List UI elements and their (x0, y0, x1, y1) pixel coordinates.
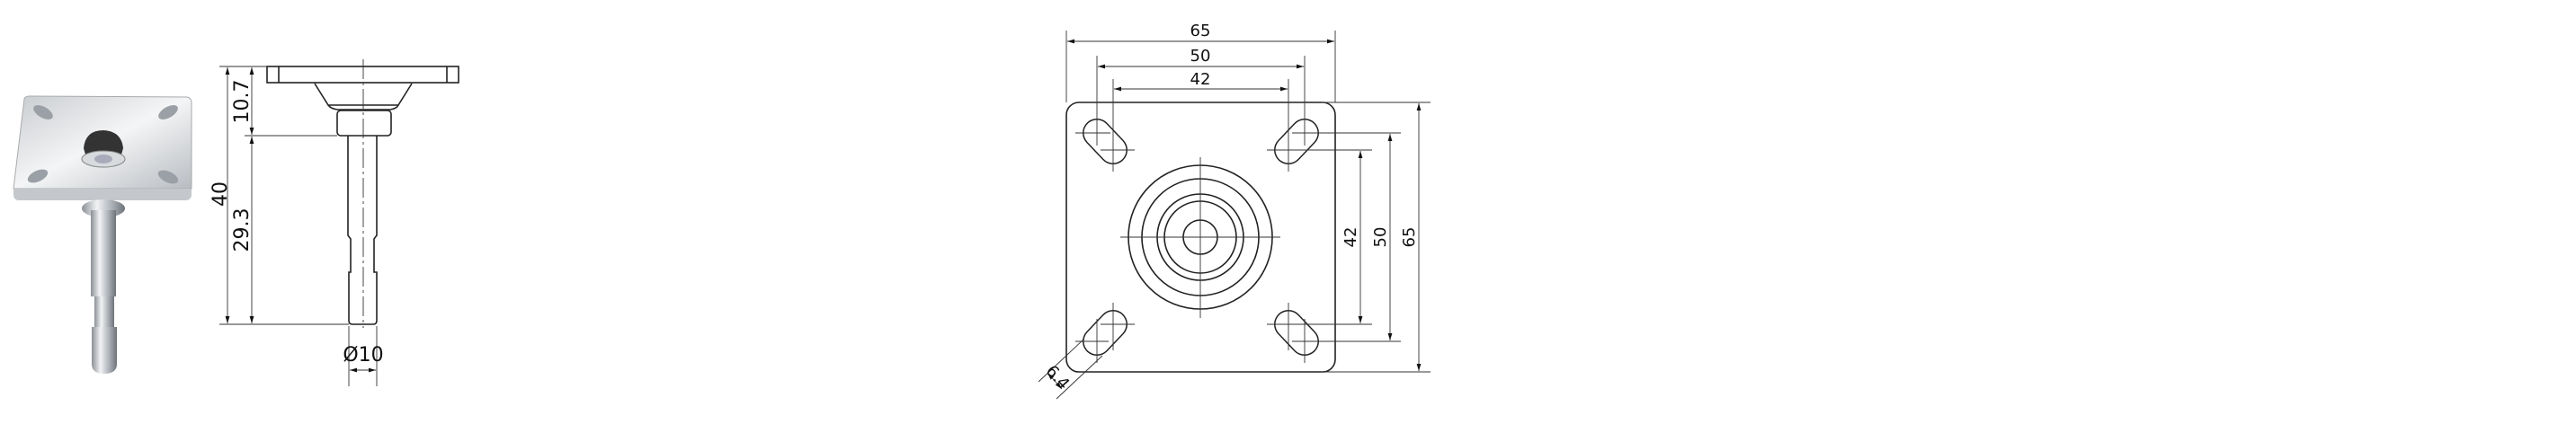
slot-top-right (1274, 119, 1319, 164)
label-width-50: 50 (1190, 47, 1211, 66)
dimension-line-slot-width (1047, 372, 1063, 390)
mounting-hole (158, 105, 178, 119)
slot-top-left (1083, 119, 1128, 164)
mounting-hole (157, 170, 179, 184)
label-width-42: 42 (1190, 70, 1211, 89)
label-stem-diameter: Ø10 (343, 344, 383, 367)
label-height-65: 65 (1400, 227, 1419, 248)
label-height-50: 50 (1371, 227, 1390, 248)
side-view: 40 10.7 29.3 Ø10 (209, 59, 459, 386)
label-overall-height: 40 (209, 181, 232, 207)
label-stem-length: 29.3 (231, 208, 254, 252)
label-plate-height: 10.7 (231, 80, 254, 124)
slot-bottom-right (1274, 310, 1319, 356)
slot-bottom-left (1083, 310, 1128, 356)
label-height-42: 42 (1341, 227, 1360, 248)
mounting-hole (33, 105, 53, 119)
product-photo (13, 95, 192, 374)
label-width-65: 65 (1190, 22, 1211, 40)
top-view: 65 50 42 42 50 65 6.4 (1038, 22, 1431, 400)
mounting-hole (27, 169, 49, 183)
